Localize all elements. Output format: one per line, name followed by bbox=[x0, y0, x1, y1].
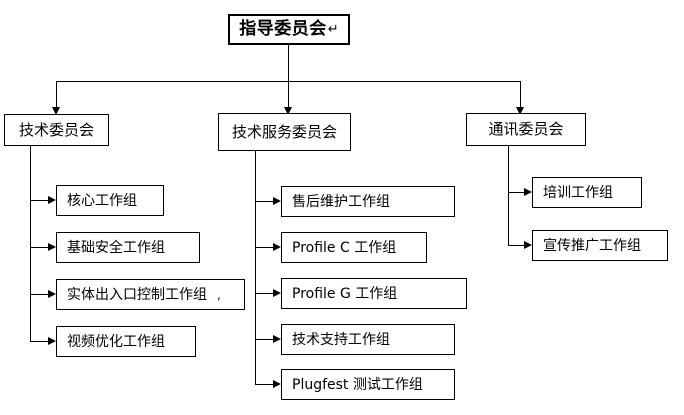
node-plugfest-wg-label: Plugfest 测试工作组 bbox=[292, 376, 423, 393]
node-training-wg[interactable]: 培训工作组 bbox=[532, 177, 642, 208]
node-promotion-wg-label: 宣传推广工作组 bbox=[543, 237, 641, 254]
node-promotion-wg[interactable]: 宣传推广工作组 bbox=[532, 230, 668, 261]
arrowhead-down-communication bbox=[516, 107, 524, 115]
connector-branch-video-optimization-wg bbox=[30, 341, 52, 342]
pilcrow-icon: ↵ bbox=[327, 22, 339, 37]
arrowhead-right-core-wg bbox=[48, 196, 56, 204]
arrowhead-right-tech-support-wg bbox=[273, 335, 281, 343]
arrowhead-right-aftersales-wg bbox=[273, 197, 281, 205]
node-aftersales-wg[interactable]: 售后维护工作组 bbox=[281, 186, 455, 217]
node-root-label: 指导委员会 bbox=[239, 19, 327, 39]
connector-spine-technical-service bbox=[255, 151, 256, 384]
node-video-optimization-wg-label: 视频优化工作组 bbox=[67, 333, 165, 350]
connector-branch-basic-security-wg bbox=[30, 247, 52, 248]
connector-branch-profile-g-wg bbox=[255, 293, 277, 294]
arrowhead-down-technical bbox=[52, 107, 60, 115]
node-tech-support-wg[interactable]: 技术支持工作组 bbox=[281, 324, 455, 355]
arrowhead-right-video-optimization-wg bbox=[48, 337, 56, 345]
connector-branch-tech-support-wg bbox=[255, 339, 277, 340]
node-training-wg-label: 培训工作组 bbox=[543, 184, 613, 201]
connector-branch-access-control-wg bbox=[30, 294, 52, 295]
node-profile-c-wg[interactable]: Profile C 工作组 bbox=[281, 232, 427, 263]
node-profile-c-wg-label: Profile C 工作组 bbox=[292, 239, 397, 256]
node-technical-committee[interactable]: 技术委员会 bbox=[4, 114, 109, 146]
arrowhead-down-technical-service bbox=[284, 107, 292, 115]
node-technical-service-committee-label: 技术服务委员会 bbox=[231, 122, 337, 141]
node-plugfest-wg[interactable]: Plugfest 测试工作组 bbox=[281, 369, 455, 400]
node-communication-committee-label: 通讯委员会 bbox=[488, 120, 564, 138]
node-technical-service-committee[interactable]: 技术服务委员会 bbox=[218, 113, 351, 151]
node-access-control-wg-mark: , bbox=[217, 287, 221, 302]
node-basic-security-wg-label: 基础安全工作组 bbox=[67, 239, 165, 256]
arrowhead-right-access-control-wg bbox=[48, 290, 56, 298]
arrowhead-right-profile-c-wg bbox=[273, 243, 281, 251]
node-access-control-wg[interactable]: 实体出入口控制工作组 , bbox=[56, 279, 245, 310]
connector-drop-technical bbox=[56, 81, 57, 109]
arrowhead-right-promotion-wg bbox=[524, 241, 532, 249]
connector-branch-profile-c-wg bbox=[255, 247, 277, 248]
node-root-steering-committee[interactable]: 指导委员会 ↵ bbox=[228, 14, 350, 45]
node-core-wg-label: 核心工作组 bbox=[67, 192, 137, 209]
node-tech-support-wg-label: 技术支持工作组 bbox=[292, 331, 390, 348]
arrowhead-right-training-wg bbox=[524, 188, 532, 196]
connector-spine-technical bbox=[30, 146, 31, 342]
node-profile-g-wg[interactable]: Profile G 工作组 bbox=[281, 278, 467, 309]
node-core-wg[interactable]: 核心工作组 bbox=[56, 185, 164, 216]
node-technical-committee-label: 技术委员会 bbox=[18, 120, 94, 139]
node-access-control-wg-label: 实体出入口控制工作组 bbox=[67, 286, 207, 303]
connector-branch-core-wg bbox=[30, 200, 52, 201]
connector-root-stem bbox=[288, 45, 289, 81]
node-basic-security-wg[interactable]: 基础安全工作组 bbox=[56, 232, 200, 263]
connector-drop-technical-service bbox=[288, 81, 289, 109]
arrowhead-right-basic-security-wg bbox=[48, 243, 56, 251]
connector-branch-aftersales-wg bbox=[255, 201, 277, 202]
node-communication-committee[interactable]: 通讯委员会 bbox=[466, 113, 586, 146]
node-video-optimization-wg[interactable]: 视频优化工作组 bbox=[56, 326, 196, 357]
connector-branch-plugfest-wg bbox=[255, 384, 277, 385]
node-profile-g-wg-label: Profile G 工作组 bbox=[292, 285, 398, 302]
connector-drop-communication bbox=[520, 81, 521, 109]
connector-branch-promotion-wg bbox=[508, 245, 528, 246]
arrowhead-right-plugfest-wg bbox=[273, 380, 281, 388]
connector-spine-communication bbox=[508, 146, 509, 246]
connector-branch-training-wg bbox=[508, 192, 528, 193]
node-aftersales-wg-label: 售后维护工作组 bbox=[292, 193, 390, 210]
arrowhead-right-profile-g-wg bbox=[273, 289, 281, 297]
